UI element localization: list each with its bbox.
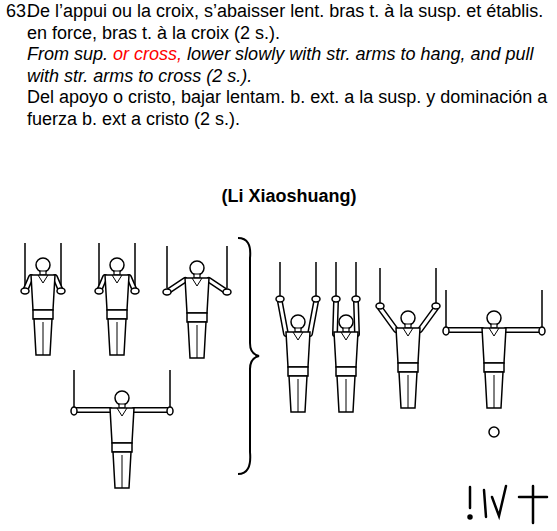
spanish-description: Del apoyo o cristo, bajar lentam. b. ext… (27, 87, 551, 130)
english-highlight: or cross, (113, 44, 182, 64)
english-text: From sup. (27, 44, 108, 64)
english-description: From sup.or cross,lower slowly with str.… (27, 44, 551, 87)
gymnast-name: (Li Xiaoshuang) (27, 186, 551, 208)
french-description: De l’appui ou la croix, s’abaisser lent.… (27, 1, 551, 44)
